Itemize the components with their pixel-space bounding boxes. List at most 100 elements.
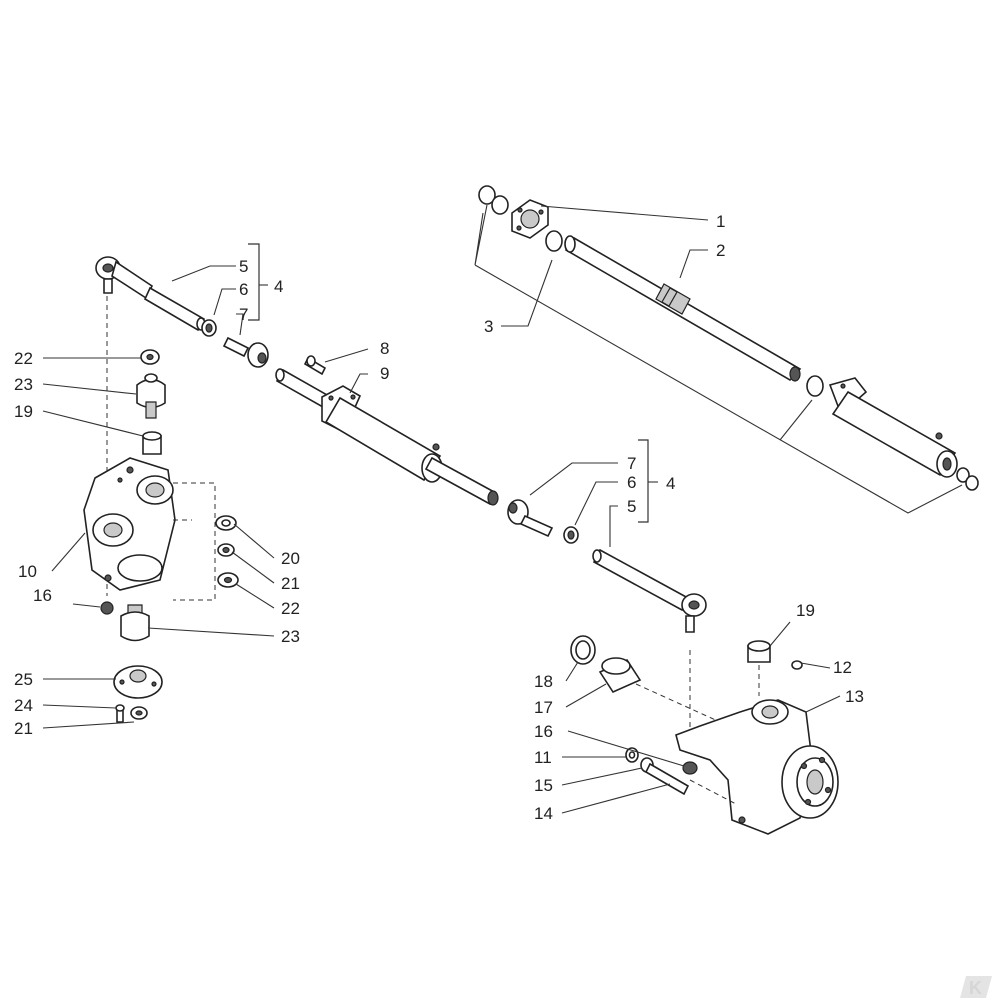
callout-22-top: 22 bbox=[14, 349, 33, 368]
flange-part-1 bbox=[511, 199, 549, 239]
callout-4-left: 4 bbox=[274, 277, 283, 296]
leader-22-mid bbox=[235, 583, 275, 609]
callout-3: 3 bbox=[484, 317, 493, 336]
nut-part-22-top bbox=[140, 349, 160, 365]
bracket-4-right bbox=[638, 439, 649, 523]
seal-part-18 bbox=[570, 635, 596, 665]
leader-24 bbox=[42, 704, 117, 709]
nut-part-22-mid bbox=[217, 572, 239, 588]
callout-4-right: 4 bbox=[666, 474, 675, 493]
dashed-box-left bbox=[173, 482, 216, 601]
leader-9 bbox=[349, 373, 368, 394]
callout-21-mid: 21 bbox=[281, 574, 300, 593]
bolt-part-24 bbox=[115, 704, 125, 723]
nut-part-21-bottom bbox=[130, 706, 148, 720]
callout-14: 14 bbox=[534, 804, 553, 823]
callout-6-left: 6 bbox=[239, 280, 248, 299]
leader-16-right bbox=[567, 730, 685, 767]
dashed-link-17 bbox=[635, 683, 721, 723]
leader-2 bbox=[679, 249, 708, 279]
leader-15 bbox=[561, 767, 643, 786]
cap-part-16-right bbox=[682, 761, 698, 775]
ball-joint-part-7-left bbox=[222, 336, 269, 368]
callout-19-right: 19 bbox=[796, 601, 815, 620]
plate-part-25 bbox=[113, 665, 163, 699]
brand-logo-letter: K bbox=[969, 978, 982, 998]
leader-5-right bbox=[609, 505, 618, 547]
tie-rod-end-left bbox=[95, 256, 154, 300]
tube-part-5-left bbox=[143, 286, 206, 332]
leader-21-mid bbox=[231, 551, 275, 584]
plug-part-12 bbox=[791, 660, 803, 670]
callout-6-right: 6 bbox=[627, 473, 636, 492]
leader-14 bbox=[561, 783, 671, 814]
callout-16-right: 16 bbox=[534, 722, 553, 741]
callout-2: 2 bbox=[716, 241, 725, 260]
callout-labels: 1 2 3 4 5 6 7 8 9 7 4 6 5 22 23 19 10 20… bbox=[14, 212, 864, 823]
washer-part-20 bbox=[215, 515, 237, 531]
leader-3-long bbox=[474, 264, 963, 514]
bushing-part-19-left bbox=[142, 431, 162, 455]
o-ring-part-3b bbox=[806, 375, 824, 397]
callout-23-bottom: 23 bbox=[281, 627, 300, 646]
bushing-part-19-right bbox=[747, 640, 771, 663]
leader-6-left bbox=[213, 288, 236, 316]
cylinder-barrel-right bbox=[828, 377, 958, 478]
leader-3-rings bbox=[474, 204, 488, 266]
callout-17: 17 bbox=[534, 698, 553, 717]
nut-part-6-right bbox=[563, 526, 579, 544]
callout-11: 11 bbox=[534, 748, 552, 767]
tie-rod-end-right bbox=[681, 593, 707, 633]
callout-24: 24 bbox=[14, 696, 33, 715]
leader-6-right bbox=[574, 481, 618, 526]
callout-23-top: 23 bbox=[14, 375, 33, 394]
callout-10: 10 bbox=[18, 562, 37, 581]
leader-19-right bbox=[769, 621, 791, 647]
tube-part-5-right bbox=[592, 548, 690, 612]
leader-17 bbox=[565, 683, 607, 708]
callout-13: 13 bbox=[845, 687, 864, 706]
bolt-part-15-14 bbox=[640, 757, 690, 796]
bracket-4-left bbox=[248, 243, 260, 321]
callout-19-left: 19 bbox=[14, 402, 33, 421]
callout-20: 20 bbox=[281, 549, 300, 568]
callout-12: 12 bbox=[833, 658, 852, 677]
bolt-part-8 bbox=[303, 355, 327, 376]
steering-cylinder-part-9 bbox=[275, 368, 499, 506]
callout-22-mid: 22 bbox=[281, 599, 300, 618]
leader-19-left bbox=[42, 410, 144, 437]
leader-10 bbox=[51, 532, 86, 572]
callout-5-left: 5 bbox=[239, 257, 248, 276]
callout-7-left: 7 bbox=[239, 305, 248, 324]
o-rings-top-left bbox=[478, 185, 509, 215]
knuckle-part-10 bbox=[83, 457, 176, 591]
leader-7-left bbox=[236, 313, 244, 336]
leader-1 bbox=[540, 205, 709, 221]
o-ring-part-3 bbox=[545, 230, 563, 252]
callout-16-left: 16 bbox=[33, 586, 52, 605]
leader-12 bbox=[800, 662, 831, 669]
cap-part-16-left bbox=[100, 601, 114, 615]
leader-3 bbox=[501, 259, 553, 327]
leader-18 bbox=[565, 661, 579, 682]
callout-25: 25 bbox=[14, 670, 33, 689]
nut-part-6-left bbox=[201, 319, 217, 337]
callout-8: 8 bbox=[380, 339, 389, 358]
leader-7-right bbox=[529, 462, 618, 496]
o-rings-bottom-right bbox=[956, 467, 979, 491]
leader-3-ring2 bbox=[779, 399, 813, 441]
callout-18: 18 bbox=[534, 672, 553, 691]
callout-5-right: 5 bbox=[627, 497, 636, 516]
piston-rod-part-2 bbox=[564, 235, 802, 382]
leader-13 bbox=[805, 695, 841, 713]
brand-logo: K bbox=[960, 976, 992, 998]
leader-16-left bbox=[72, 603, 101, 608]
bushing-part-17 bbox=[598, 657, 642, 694]
callout-15: 15 bbox=[534, 776, 553, 795]
leader-21-bottom bbox=[42, 721, 135, 729]
nut-part-21-mid bbox=[217, 543, 235, 557]
leader-23-bottom bbox=[147, 627, 275, 637]
leader-23-top bbox=[42, 383, 137, 395]
